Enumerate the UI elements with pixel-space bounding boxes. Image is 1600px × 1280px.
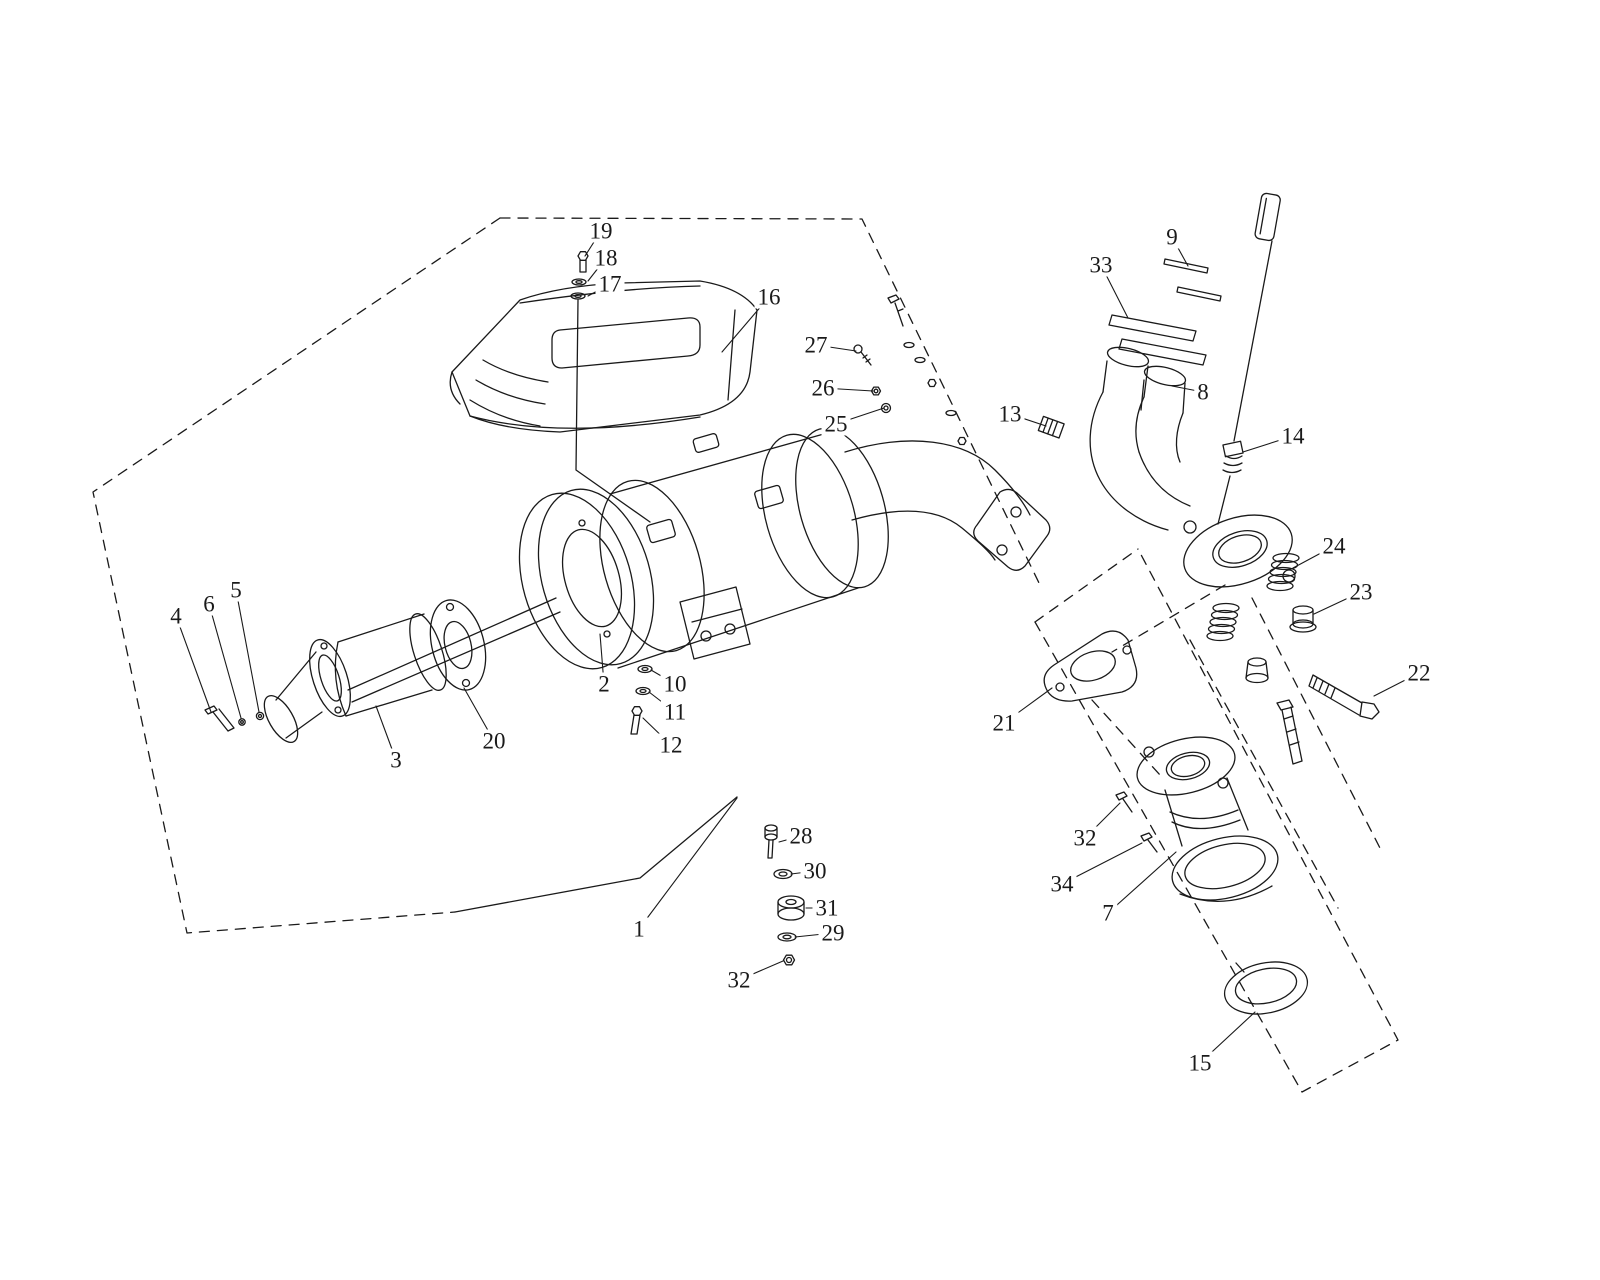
leader-line-7 [1108,852,1176,913]
spring-b [1207,604,1239,641]
tail-pipe [348,598,560,702]
leader-line-32 [739,961,783,980]
exhaust-tip [258,610,454,748]
leader-line-10 [651,670,675,684]
leader-line-20 [464,688,494,741]
leader-line-3 [376,706,396,760]
leader-line-26 [823,388,873,391]
leader-line-21 [1004,688,1052,723]
leader-line-16 [722,297,769,352]
leader-line-15 [1200,1012,1255,1063]
leader-line-28 [779,836,801,842]
fastener-chain [888,295,966,445]
lower-exhaust-pipe [1131,728,1285,910]
shield-washer-flat [571,293,585,299]
tip-washer [239,719,245,725]
leader-line-22 [1374,673,1419,696]
pipe-bolt-32 [1116,792,1132,812]
mount-grommet-31 [778,896,804,920]
leader-line-29 [795,933,833,937]
tip-gasket [422,594,495,696]
flange-bolt-long-2 [1277,700,1302,764]
muffler-hanger-bracket [680,587,750,659]
shield-nut [872,387,881,395]
mount-bolt-28 [765,825,777,858]
boundary-solid-segment [455,797,737,912]
leader-line-30 [791,871,815,874]
leader-line-25 [836,408,884,424]
shield-screw [854,345,871,365]
leader-line-14 [1243,436,1293,452]
leader-line-18 [588,258,606,281]
bracket-bolt [631,707,642,734]
leader-line-12 [643,718,671,745]
mount-nut-32 [784,955,795,965]
leader-line-6 [209,604,241,718]
tip-bolt [205,706,234,731]
bracket-washer-2 [636,688,650,695]
leader-line-8 [1172,386,1203,392]
muffler-outlet-pipe [845,441,1050,570]
leader-line-34 [1062,843,1142,884]
dashed-boundary-left [93,218,1040,933]
muffler-body [500,418,905,683]
shield-bolt [578,252,588,272]
mount-washer-29 [778,933,796,941]
pipe-connector [1038,416,1064,438]
manifold-gaskets [1109,315,1206,365]
leader-line-19 [585,231,601,256]
shield-bolt-axis-line [576,300,650,522]
leader-line-13 [1010,414,1046,426]
flange-nut [1290,606,1316,632]
leader-line-33 [1101,265,1128,318]
leader-line-2 [600,634,604,684]
leader-line-32 [1085,803,1120,838]
flange-bolt-long [1309,675,1379,719]
leader-line-5 [236,590,259,712]
dashed-boundary-right [1035,549,1398,1092]
leader-line-1 [639,798,737,929]
seal-ring [1220,955,1313,1021]
leader-line-4 [176,616,211,712]
leader-line-23 [1314,592,1361,614]
pipe-clamp-bolt-34 [1141,833,1157,852]
leader-lines [176,231,1419,1063]
heat-shield [450,281,757,432]
leader-line-27 [816,345,856,351]
shield-washer-spring [572,279,586,285]
manifold-studs [1164,259,1221,301]
tip-nut [256,712,263,719]
mount-washer-30 [774,870,792,879]
manifold-pipe [1090,344,1301,600]
dipstick [1218,193,1281,524]
leader-line-11 [649,692,675,712]
triangular-gasket [1044,631,1137,701]
bracket-washer-1 [638,666,652,673]
flange-bushing [1246,658,1268,683]
